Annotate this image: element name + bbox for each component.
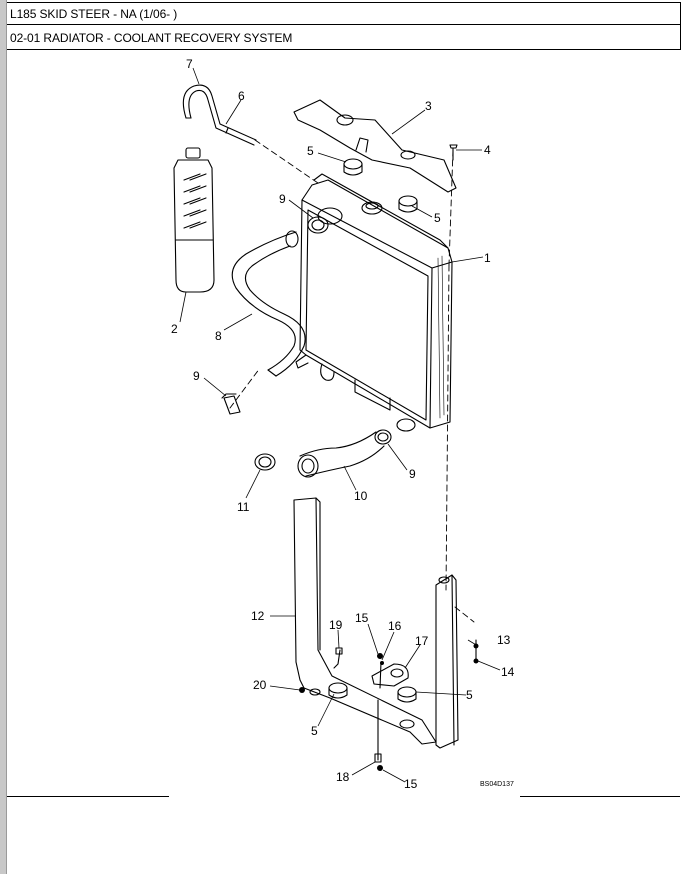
left-margin-bar (0, 0, 7, 874)
part-1-radiator (295, 173, 453, 432)
part-4-bolt (449, 144, 458, 161)
callout-labels: 7 6 3 4 5 5 9 1 2 8 9 9 11 10 12 15 16 1… (171, 57, 515, 791)
part-17-plate (371, 663, 409, 687)
callout-20: 20 (253, 678, 267, 692)
callout-17: 17 (415, 634, 429, 648)
callout-3: 3 (425, 99, 432, 113)
right-lower-bracket (435, 574, 459, 749)
part-12-lower-bracket (293, 497, 437, 745)
footer-rule-right (520, 796, 680, 797)
callout-9-b: 9 (193, 369, 200, 383)
part-8-upper-hose (231, 230, 306, 377)
section-header: 02-01 RADIATOR - COOLANT RECOVERY SYSTEM (7, 27, 681, 50)
part-10-lower-hose (297, 431, 385, 478)
section-title: 02-01 RADIATOR - COOLANT RECOVERY SYSTEM (10, 31, 293, 45)
callout-18: 18 (336, 770, 350, 784)
part-11-clamp (254, 453, 276, 471)
part-2-recovery-bottle (173, 147, 215, 293)
parts-diagram-svg: 7 6 3 4 5 5 9 1 2 8 9 9 11 10 12 15 16 1… (171, 57, 515, 791)
callout-10: 10 (354, 489, 368, 503)
part-9-clamp-left (221, 393, 241, 415)
callout-9-a: 9 (279, 192, 286, 206)
exploded-parts-diagram: 7 6 3 4 5 5 9 1 2 8 9 9 11 10 12 15 16 1… (7, 51, 681, 797)
part-9-clamps-upper (307, 216, 392, 445)
callout-15-b: 15 (404, 777, 418, 791)
callout-6: 6 (238, 89, 245, 103)
model-header: L185 SKID STEER - NA (1/06- ) (7, 2, 681, 25)
assembly-lines (229, 139, 475, 623)
leader-lines (179, 67, 501, 783)
part-16-bolt (374, 661, 382, 763)
callout-5-d: 5 (311, 724, 318, 738)
footer-rule-left (7, 796, 169, 797)
callout-5-a: 5 (307, 144, 314, 158)
rubber-mounts-lower (328, 682, 417, 729)
callout-14: 14 (501, 665, 515, 679)
callout-19: 19 (329, 618, 343, 632)
small-fasteners (299, 643, 479, 771)
callout-7: 7 (186, 57, 193, 71)
callout-9-c: 9 (409, 467, 416, 481)
callout-5-b: 5 (434, 211, 441, 225)
callout-15-a: 15 (355, 611, 369, 625)
callout-4: 4 (484, 143, 491, 157)
callout-16: 16 (388, 619, 402, 633)
part-3-top-bracket (293, 99, 457, 193)
callout-11: 11 (237, 500, 250, 514)
model-title: L185 SKID STEER - NA (1/06- ) (10, 7, 178, 21)
part-7-6-overflow-tube (182, 84, 257, 146)
part-19-bolt (333, 647, 343, 669)
callout-8: 8 (215, 329, 222, 343)
callout-2: 2 (171, 322, 178, 336)
drawing-code: BS04D137 (480, 781, 514, 788)
callout-12: 12 (251, 609, 265, 623)
callout-1: 1 (484, 251, 491, 265)
callout-13: 13 (497, 633, 511, 647)
callout-5-c: 5 (466, 688, 473, 702)
